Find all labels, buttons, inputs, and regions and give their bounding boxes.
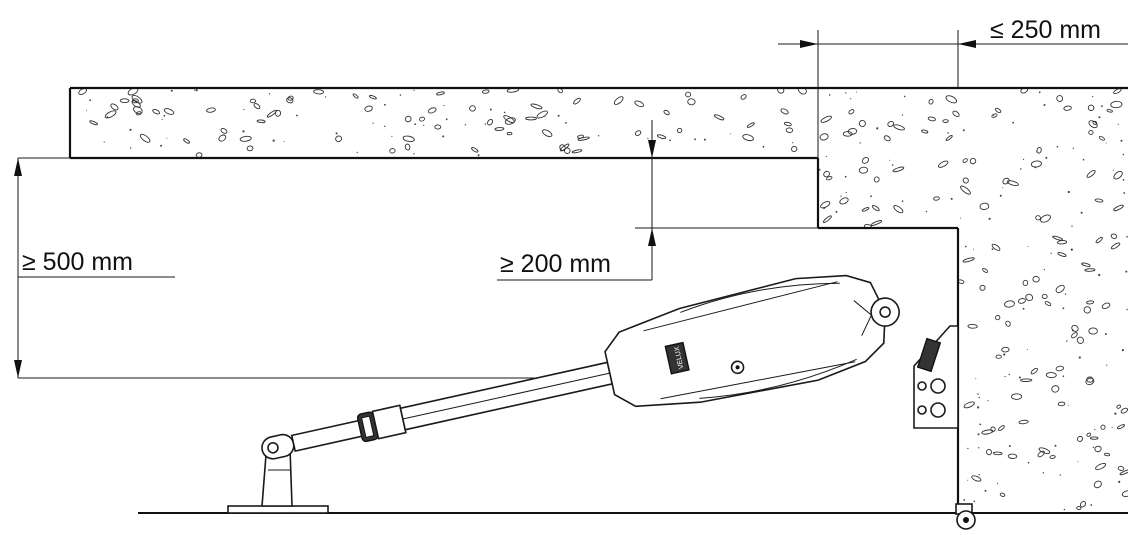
- min-clearance-label: ≥ 500 mm: [22, 248, 133, 276]
- piston-rod: [292, 420, 364, 451]
- actuator: VELUX: [251, 258, 910, 501]
- concrete-structure: [70, 85, 1128, 512]
- wall-bracket: [914, 326, 958, 428]
- bottom-roller: [956, 504, 975, 529]
- motor-housing: [599, 261, 897, 424]
- min-lintel-label: ≥ 200 mm: [500, 250, 611, 278]
- max-gap-label: ≤ 250 mm: [990, 16, 1101, 44]
